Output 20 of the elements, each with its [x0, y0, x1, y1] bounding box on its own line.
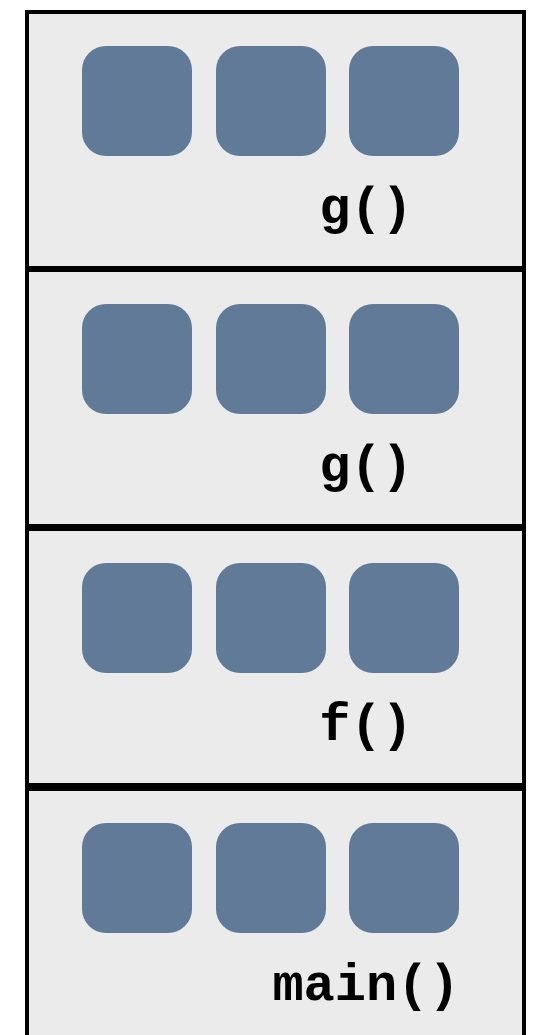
variable-slot: [349, 304, 459, 414]
function-name: g(): [319, 184, 413, 236]
variable-slot: [216, 563, 326, 673]
variable-slot: [349, 823, 459, 933]
variable-slot: [216, 304, 326, 414]
stack-frame: [25, 268, 526, 528]
variable-slot: [82, 46, 192, 156]
function-name: g(): [319, 442, 413, 494]
variable-slot: [82, 823, 192, 933]
stack-frame: [25, 10, 526, 270]
variable-slot: [82, 563, 192, 673]
variable-slot: [216, 46, 326, 156]
variable-slot: [216, 823, 326, 933]
variable-slot: [349, 46, 459, 156]
variable-slot: [349, 563, 459, 673]
function-name: main(): [272, 961, 460, 1013]
stack-frame: [25, 527, 526, 787]
variable-slot: [82, 304, 192, 414]
function-name: f(): [319, 701, 413, 753]
stack-frame: [25, 787, 526, 1035]
